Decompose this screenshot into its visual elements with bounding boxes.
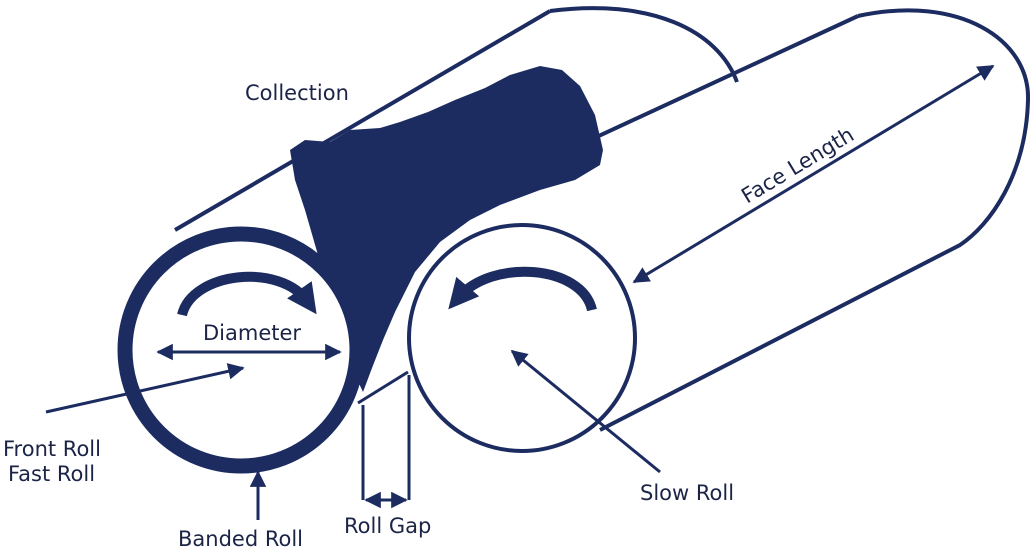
collection-label: Collection [245,81,349,105]
roll-gap-label: Roll Gap [344,514,431,538]
slow-roll-end-face [407,223,637,453]
front-roll-cylinder-body [173,6,739,232]
slow-roll-pointer-arrow [510,349,661,474]
roll-gap-markers [361,375,411,509]
slow-roll-label: Slow Roll [640,481,734,505]
face-length-dimension-arrow [632,64,995,284]
banded-roll-label: Banded Roll [178,527,303,550]
collection-material [290,66,603,392]
fast-roll-label: Fast Roll [8,462,95,486]
front-roll-rotation-arrow [177,271,317,317]
slow-roll-rotation-arrow [448,266,597,312]
front-roll-end-face [117,226,365,474]
roll-gap-tangents [357,370,409,405]
front-roll-label: Front Roll [3,437,101,461]
diameter-label: Diameter [203,321,301,345]
front-roll-pointer-arrow [45,363,245,414]
